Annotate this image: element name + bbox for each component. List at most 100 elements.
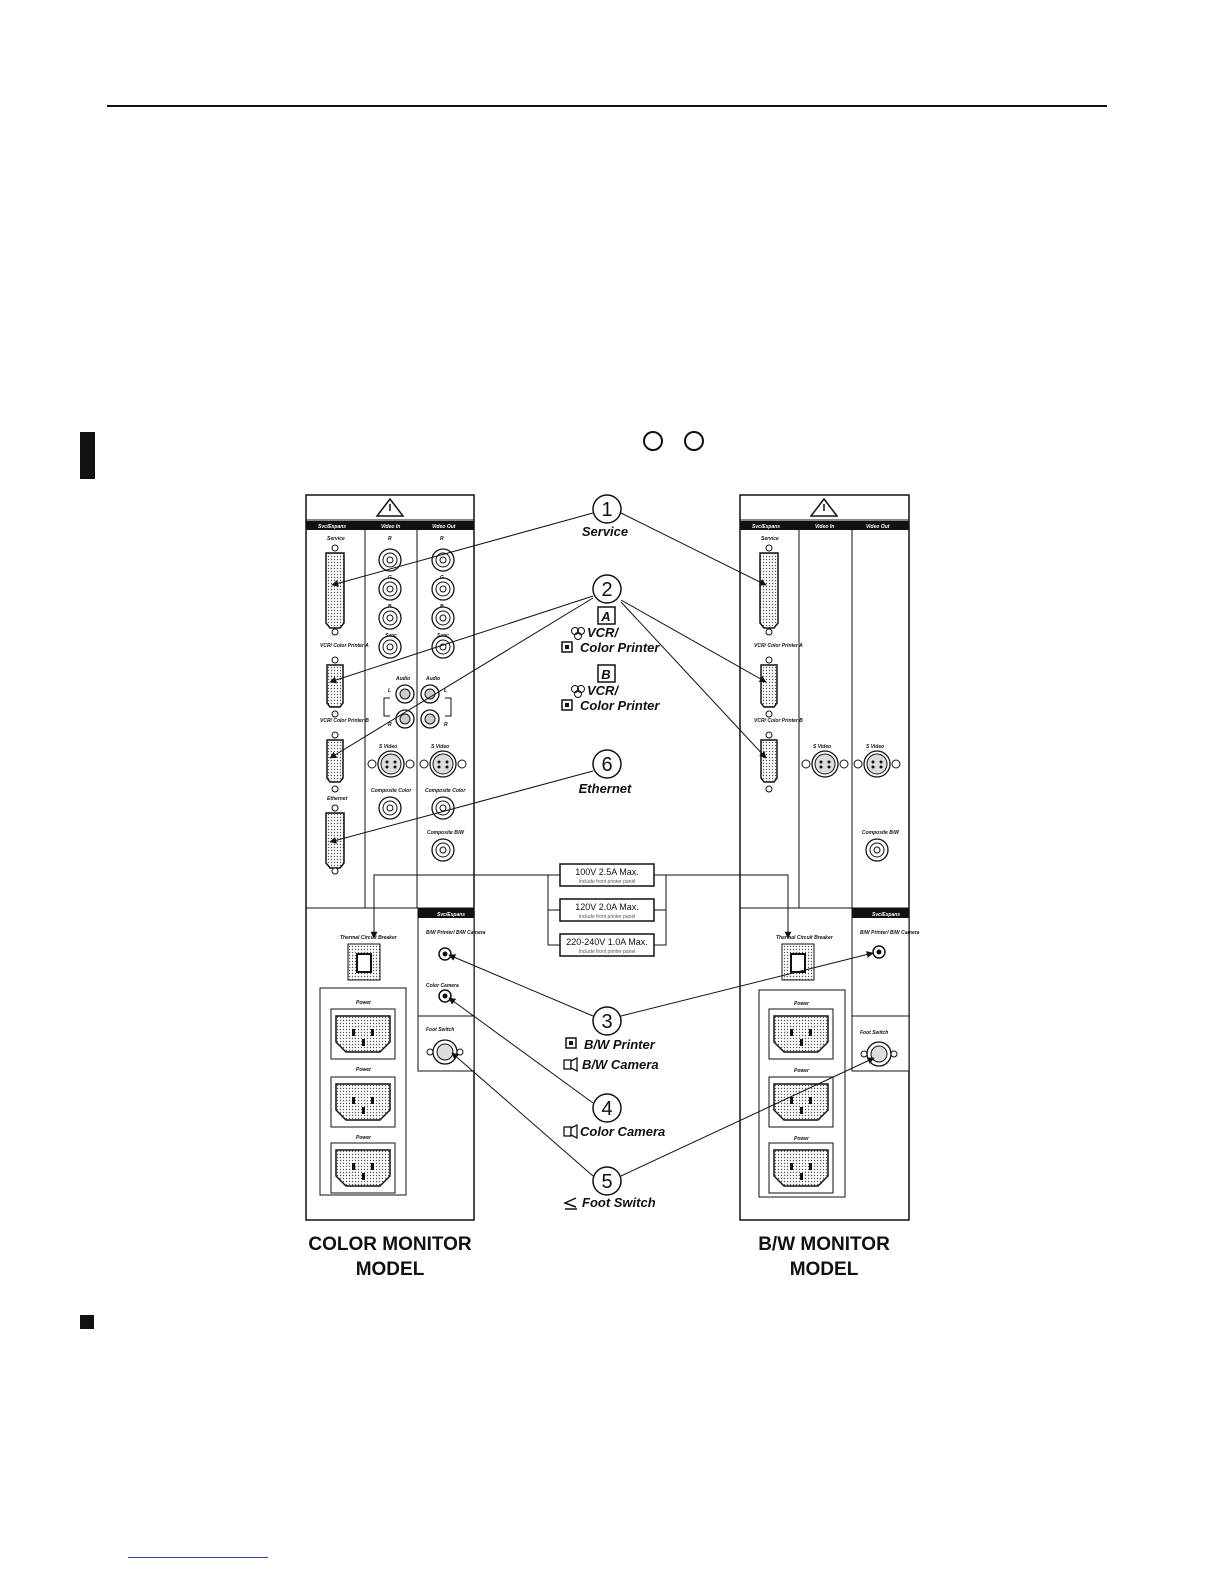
svg-text:B/W Printer/ B/W Camera: B/W Printer/ B/W Camera	[426, 930, 486, 936]
svg-text:Thermal Circuit Breaker: Thermal Circuit Breaker	[340, 935, 398, 941]
callout-4: 4 Color Camera	[563, 1093, 665, 1140]
svg-text:Color Printer: Color Printer	[580, 698, 660, 713]
svg-text:Color Camera: Color Camera	[580, 1124, 665, 1139]
svg-text:B: B	[601, 667, 610, 682]
svg-text:Power: Power	[794, 1136, 810, 1142]
leader-lines	[329, 512, 875, 1177]
svg-text:S Video: S Video	[813, 744, 831, 750]
thermal-circuit-breaker	[347, 943, 381, 981]
svg-text:120V 2.0A Max.: 120V 2.0A Max.	[575, 902, 639, 912]
svg-text:A: A	[600, 609, 610, 624]
svg-text:S Video: S Video	[431, 744, 449, 750]
svg-text:Foot Switch: Foot Switch	[582, 1195, 656, 1210]
audio-jacks	[383, 684, 452, 729]
svg-text:Service: Service	[327, 536, 345, 542]
svg-text:VCR/: VCR/	[587, 683, 619, 698]
svg-text:Video Out: Video Out	[432, 524, 456, 530]
svg-text:VCR/ Color Printer A: VCR/ Color Printer A	[320, 643, 369, 649]
svg-text:Video In: Video In	[381, 524, 400, 530]
svg-text:L: L	[388, 688, 391, 694]
vcr-icon	[571, 685, 585, 698]
svg-text:Svc/Expans: Svc/Expans	[437, 912, 465, 918]
svg-text:Color Printer: Color Printer	[580, 640, 660, 655]
svg-text:5: 5	[601, 1171, 612, 1193]
circle-marker	[643, 431, 663, 451]
printer-icon	[561, 641, 573, 653]
callout-6: 6 Ethernet	[579, 749, 632, 796]
footer-rule	[128, 1557, 268, 1558]
color-monitor-panel: Svc/Expans Video In Video Out Service VC…	[305, 494, 486, 1221]
svg-text:R: R	[444, 722, 448, 728]
callout-5: 5 Foot Switch	[563, 1166, 656, 1210]
svg-text:Power: Power	[356, 1135, 372, 1141]
svg-text:Service: Service	[582, 524, 628, 539]
svg-text:COLOR MONITOR: COLOR MONITOR	[308, 1234, 472, 1255]
svg-text:Color Camera: Color Camera	[426, 983, 459, 989]
svg-text:S Video: S Video	[866, 744, 884, 750]
svg-text:Svc/Expans: Svc/Expans	[872, 912, 900, 918]
svg-text:Service: Service	[761, 536, 779, 542]
svg-text:B/W MONITOR: B/W MONITOR	[758, 1234, 890, 1255]
svg-text:Audio: Audio	[425, 676, 440, 682]
svg-text:Ethernet: Ethernet	[327, 796, 348, 802]
svg-text:Include front printer panel: Include front printer panel	[579, 949, 636, 955]
callout-2: 2 A VCR/ Color Printer B VCR/ Color Prin…	[561, 574, 660, 713]
svg-text:VCR/ Color Printer B: VCR/ Color Printer B	[320, 718, 369, 724]
svg-text:VCR/ Color Printer B: VCR/ Color Printer B	[754, 718, 803, 724]
svg-text:MODEL: MODEL	[790, 1259, 859, 1280]
svg-text:4: 4	[601, 1098, 612, 1120]
camera-icon	[563, 1123, 578, 1140]
svg-text:Foot Switch: Foot Switch	[860, 1030, 888, 1036]
header-rule	[107, 105, 1107, 107]
callout-3: 3 B/W Printer B/W Camera	[563, 1006, 659, 1073]
svg-text:Composite Color: Composite Color	[371, 788, 412, 794]
circle-marker	[684, 431, 704, 451]
printer-icon	[565, 1037, 577, 1049]
svg-text:220-240V 1.0A Max.: 220-240V 1.0A Max.	[566, 937, 648, 947]
svg-text:R: R	[440, 536, 444, 542]
vcr-icon	[571, 627, 585, 640]
section-marker-square	[80, 1315, 94, 1329]
warning-triangle-icon	[375, 497, 405, 517]
svg-text:Video In: Video In	[815, 524, 834, 530]
section-marker-bar	[80, 432, 95, 479]
svg-text:B/W Camera: B/W Camera	[582, 1057, 659, 1072]
svg-text:S Video: S Video	[379, 744, 397, 750]
svg-text:3: 3	[601, 1011, 612, 1033]
vcr-color-printer-a-port	[326, 656, 344, 718]
svg-text:R: R	[388, 536, 392, 542]
foot-switch-port	[426, 1039, 464, 1065]
model-title-bw: B/W MONITOR MODEL	[758, 1234, 890, 1280]
svg-text:6: 6	[601, 754, 612, 776]
svg-text:B/W Printer: B/W Printer	[584, 1037, 656, 1052]
svg-text:1: 1	[601, 499, 612, 521]
svg-text:Svc/Expans: Svc/Expans	[318, 524, 346, 530]
foot-switch-icon	[563, 1197, 577, 1210]
svg-text:Video Out: Video Out	[866, 524, 890, 530]
bw-monitor-panel: Svc/Expans Video In Video Out Service VC…	[739, 494, 920, 1221]
svg-text:VCR/: VCR/	[587, 625, 619, 640]
svg-text:Include front printer panel: Include front printer panel	[579, 879, 636, 885]
svg-text:Composite B/W: Composite B/W	[862, 830, 900, 836]
vcr-color-printer-a-port	[760, 656, 778, 718]
svg-text:Power: Power	[356, 1000, 372, 1006]
vcr-color-printer-b-port	[326, 731, 344, 793]
callout-1: 1 Service	[582, 494, 628, 539]
svg-text:Ethernet: Ethernet	[579, 781, 632, 796]
svg-text:Composite Color: Composite Color	[425, 788, 466, 794]
service-port	[759, 544, 779, 636]
svg-text:Audio: Audio	[395, 676, 410, 682]
model-title-color: COLOR MONITOR MODEL	[308, 1234, 472, 1280]
svg-text:100V 2.5A Max.: 100V 2.5A Max.	[575, 867, 639, 877]
svg-text:B/W Printer/ B/W Camera: B/W Printer/ B/W Camera	[860, 930, 920, 936]
svg-text:Composite B/W: Composite B/W	[427, 830, 465, 836]
svg-text:Foot Switch: Foot Switch	[426, 1027, 454, 1033]
svg-text:L: L	[444, 688, 447, 694]
printer-icon	[561, 699, 573, 711]
vcr-color-printer-b-port	[760, 731, 778, 793]
camera-icon	[563, 1056, 578, 1073]
svg-text:Power: Power	[356, 1067, 372, 1073]
service-port	[325, 544, 345, 636]
svg-text:Svc/Expans: Svc/Expans	[752, 524, 780, 530]
